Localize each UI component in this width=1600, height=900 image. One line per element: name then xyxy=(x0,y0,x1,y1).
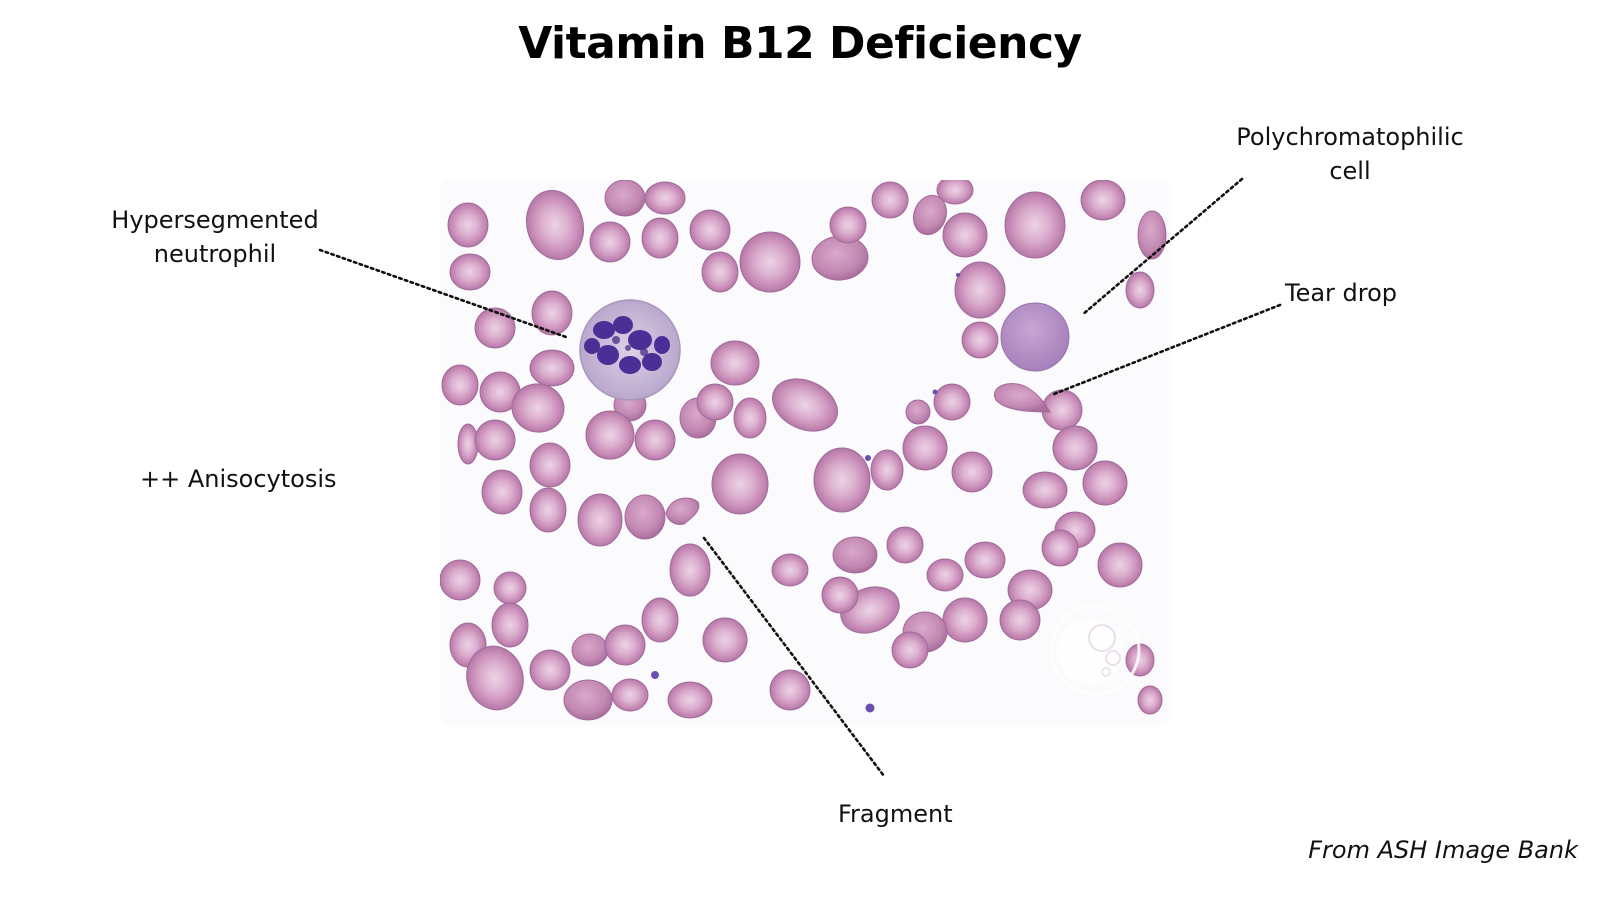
label-hypersegmented-neutrophil: Hypersegmented neutrophil xyxy=(90,203,340,271)
red-blood-cell xyxy=(585,410,635,460)
red-blood-cell xyxy=(1004,191,1066,259)
red-blood-cell xyxy=(905,399,931,425)
red-blood-cell xyxy=(902,425,948,471)
red-blood-cell xyxy=(871,181,909,219)
red-blood-cell xyxy=(1082,460,1128,506)
red-blood-cell xyxy=(832,536,878,574)
label-polychromatophilic-line2: cell xyxy=(1329,157,1371,185)
red-blood-cell xyxy=(739,231,801,293)
red-blood-cell xyxy=(611,678,649,712)
red-blood-cell xyxy=(711,453,769,515)
red-blood-cell xyxy=(529,349,575,387)
label-polychromatophilic-cell: Polychromatophilic cell xyxy=(1220,120,1480,188)
red-blood-cell xyxy=(511,383,565,433)
blood-smear-drawing xyxy=(440,180,1172,725)
red-blood-cell xyxy=(491,602,529,648)
red-blood-cell xyxy=(999,599,1041,641)
red-blood-cell xyxy=(529,487,567,533)
red-blood-cell xyxy=(529,649,571,691)
red-blood-cell xyxy=(954,261,1006,319)
tear-drop-cell xyxy=(993,383,1051,413)
page-title: Vitamin B12 Deficiency xyxy=(518,18,1082,69)
red-blood-cell xyxy=(571,633,609,667)
red-blood-cell xyxy=(772,378,838,432)
red-blood-cell xyxy=(942,597,988,643)
red-blood-cell xyxy=(481,469,523,515)
red-blood-cell xyxy=(447,202,489,248)
red-blood-cell xyxy=(701,251,739,293)
red-blood-cell xyxy=(829,206,867,244)
ash-watermark-logo xyxy=(1049,604,1141,696)
red-blood-cell xyxy=(1041,529,1079,567)
red-blood-cell xyxy=(870,449,904,491)
red-blood-cell xyxy=(733,397,767,439)
red-blood-cell xyxy=(926,558,964,592)
red-blood-cell xyxy=(669,543,711,597)
red-blood-cell xyxy=(634,419,676,461)
image-credit: From ASH Image Bank xyxy=(1308,836,1578,864)
red-blood-cell xyxy=(589,221,631,263)
red-blood-cell xyxy=(641,217,679,259)
red-blood-cell xyxy=(696,383,734,421)
red-blood-cell xyxy=(563,679,613,721)
red-blood-cell xyxy=(933,383,971,421)
label-hypersegmented-line2: neutrophil xyxy=(153,240,277,268)
red-blood-cell xyxy=(577,493,623,547)
red-blood-cell xyxy=(466,645,524,711)
red-blood-cell xyxy=(1137,685,1163,715)
label-fragment: Fragment xyxy=(838,800,953,828)
red-blood-cell xyxy=(886,526,924,564)
red-blood-cell xyxy=(624,494,666,540)
fragment-cell xyxy=(665,497,700,525)
red-blood-cell xyxy=(1022,471,1068,509)
red-blood-cell xyxy=(961,321,999,359)
label-hypersegmented-line1: Hypersegmented xyxy=(111,206,319,234)
red-blood-cell xyxy=(702,617,748,663)
red-blood-cell xyxy=(1137,210,1167,260)
red-blood-cell xyxy=(604,180,646,217)
red-blood-cell xyxy=(641,597,679,643)
red-blood-cell xyxy=(771,553,809,587)
red-blood-cell xyxy=(493,571,527,605)
red-blood-cell xyxy=(449,253,491,291)
red-blood-cell xyxy=(440,559,481,601)
red-blood-cell xyxy=(912,194,948,236)
red-blood-cell xyxy=(531,290,573,336)
red-blood-cell xyxy=(1125,271,1155,309)
red-blood-cell xyxy=(474,307,516,349)
label-anisocytosis: ++ Anisocytosis xyxy=(140,465,337,493)
red-blood-cell xyxy=(529,442,571,488)
red-blood-cell xyxy=(667,681,713,719)
red-blood-cell xyxy=(1097,542,1143,588)
label-tear-drop: Tear drop xyxy=(1285,279,1398,307)
red-blood-cell xyxy=(951,451,993,493)
red-blood-cell xyxy=(604,624,646,666)
label-polychromatophilic-line1: Polychromatophilic xyxy=(1236,123,1464,151)
hypersegmented-neutrophil xyxy=(579,299,681,401)
red-blood-cell xyxy=(821,576,859,614)
polychromatophilic-cell xyxy=(1000,302,1070,372)
red-blood-cell xyxy=(891,631,929,669)
red-blood-cell xyxy=(813,447,871,513)
blood-smear-image xyxy=(440,180,1172,725)
red-blood-cell xyxy=(1052,425,1098,471)
red-blood-cell xyxy=(936,180,974,205)
red-blood-cell xyxy=(474,419,516,461)
red-blood-cell xyxy=(689,209,731,251)
red-blood-cell xyxy=(441,364,479,406)
red-blood-cell xyxy=(1080,180,1126,221)
red-blood-cell xyxy=(964,541,1006,579)
red-blood-cell xyxy=(942,212,988,258)
red-blood-cell xyxy=(710,340,760,386)
red-blood-cell xyxy=(769,669,811,711)
red-blood-cell xyxy=(644,181,686,215)
